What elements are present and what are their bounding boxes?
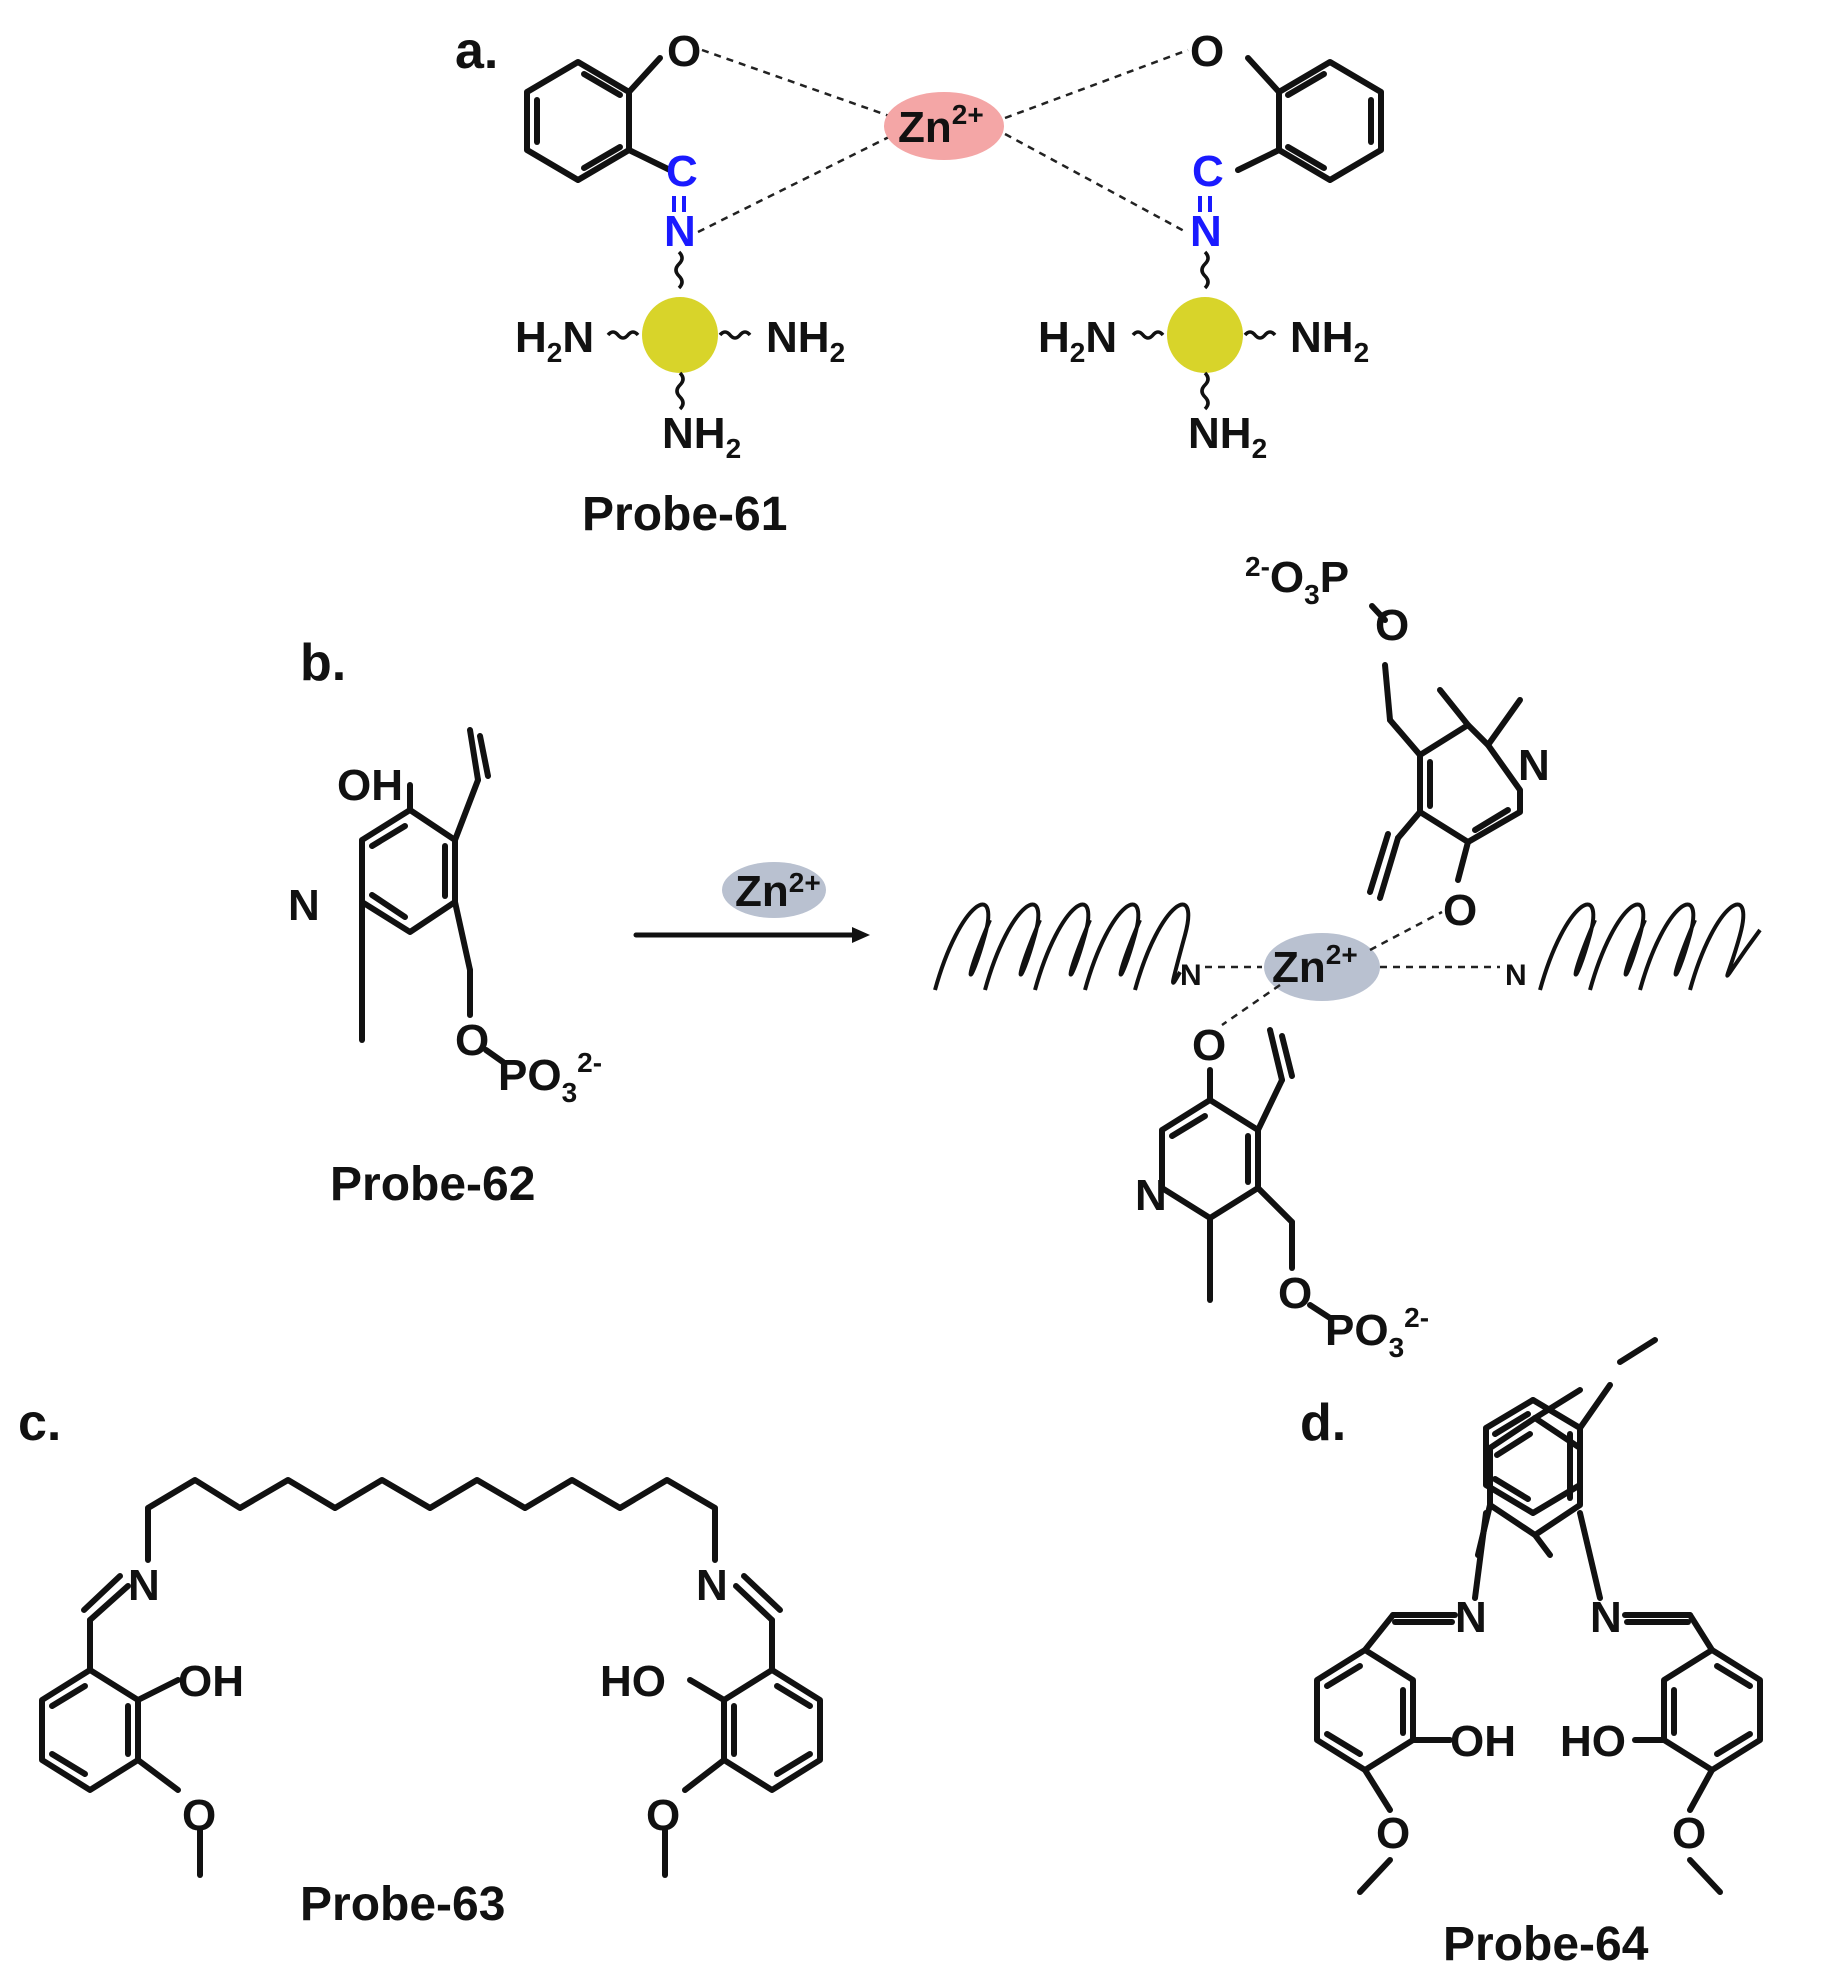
panel-b-arrow-zinc-bubble (722, 862, 826, 918)
panel-a-left-benzene (524, 55, 673, 183)
panel-b-left-pyridine (359, 727, 491, 1043)
panel-c-left-benzene (39, 1667, 203, 1878)
panel-c-right-nitrogen: N (696, 1561, 728, 1610)
panel-a-left-oxygen: O (667, 27, 701, 76)
panel-a-right-wavy-bottom (1200, 371, 1210, 411)
panel-b-left-helix-nitrogen: N (1180, 959, 1202, 992)
panel-c-right-imine-bond-2 (741, 1573, 783, 1613)
panel-d-letter: d. (1300, 1394, 1346, 1452)
panel-d-left-benzene (1314, 1647, 1453, 1895)
panel-c-left-imine-bond (87, 1583, 131, 1623)
panel-c-alkyl-chain (145, 1477, 718, 1563)
panel-b-dash-upper (1369, 910, 1443, 952)
panel-a-right-amine-3: NH2 (1188, 409, 1267, 464)
panel-b-dash-lower (1221, 983, 1281, 1027)
panel-d-left-hydroxyl: OH (1450, 1717, 1516, 1766)
panel-a-left-wavy-bottom (675, 371, 685, 411)
panel-b-right-helix (1538, 902, 1762, 991)
panel-c-left-nitrogen: N (128, 1561, 160, 1610)
panel-a-left-amine-3: NH2 (662, 409, 741, 464)
panel-b-arrow-zinc-label: Zn2+ (735, 867, 821, 916)
panel-a-left-wavy-left (606, 330, 640, 340)
panel-b-upper-ester-oxygen: O (1375, 601, 1409, 650)
panel-d-left-nitrogen: N (1455, 1593, 1487, 1642)
panel-c-right-benzene (662, 1667, 823, 1878)
panel-a-zinc-ion (884, 92, 1004, 160)
panel-b-lower-ester-oxygen: O (1278, 1269, 1312, 1318)
panel-d-methyl (1617, 1337, 1658, 1365)
panel-b-upper-o-p-bond (1369, 603, 1388, 623)
panel-a-left-imine-nitrogen: N (664, 207, 696, 256)
panel-b-arrow-head (852, 927, 870, 943)
panel-a-right-wavy-right (1243, 330, 1277, 340)
panel-b: b. OH N O PO32- Probe-62 Zn2+ (288, 551, 1762, 1363)
panel-a-left-amine-2: NH2 (766, 313, 845, 368)
panel-a-dash-3 (1004, 48, 1189, 120)
panel-b-left-o-p-bond (483, 1047, 506, 1065)
panel-a-right-benzene (1235, 55, 1384, 183)
panel-b-upper-pyridine (1367, 662, 1523, 901)
panel-b-zinc-label: Zn2+ (1272, 939, 1358, 992)
panel-a-right-imine-carbon: C (1192, 147, 1224, 196)
panel-b-lower-o-p-bond (1307, 1302, 1333, 1321)
panel-b-left-pyridine-nitrogen: N (288, 881, 320, 930)
panel-b-lower-phenoxide-oxygen: O (1192, 1021, 1226, 1070)
panel-a-left-amine-1: H2N (515, 313, 594, 368)
panel-b-lower-pyridine-nitrogen: N (1135, 1171, 1167, 1220)
panel-a-probe-label: Probe-61 (582, 488, 787, 541)
panel-a-left-wavy-link (674, 250, 684, 290)
panel-d-right-methoxy-oxygen: O (1672, 1809, 1706, 1858)
panel-c: c. N OH O N (18, 1394, 823, 1931)
panel-c-left-hydroxyl: OH (178, 1657, 244, 1706)
panel-d-right-nitrogen: N (1590, 1593, 1622, 1642)
panel-c-probe-label: Probe-63 (300, 1878, 505, 1931)
panel-b-probe-label: Probe-62 (330, 1158, 535, 1211)
panel-b-left-helix (933, 902, 1191, 991)
panel-a-right-nanoparticle (1167, 297, 1243, 373)
panel-d: d. (1300, 1337, 1763, 1971)
panel-b-letter: b. (300, 634, 346, 692)
panel-b-left-phosphate: PO32- (498, 1047, 602, 1108)
panel-a-dash-4 (1004, 132, 1187, 234)
panel-b-upper-phenoxide-oxygen: O (1443, 886, 1477, 935)
panel-d-probe-label: Probe-64 (1443, 1918, 1649, 1971)
panel-b-upper-phosphate: 2-O3P (1245, 551, 1349, 610)
panel-b-left-hydroxyl: OH (337, 761, 403, 810)
panel-a-zinc-label: Zn2+ (898, 99, 984, 152)
panel-a-left-imine-carbon: C (666, 147, 698, 196)
panel-a-dash-2 (697, 132, 896, 234)
panel-b-lower-pyridine (1159, 1027, 1295, 1303)
panel-a-letter: a. (455, 22, 498, 80)
panel-a-dash-1 (701, 48, 896, 120)
panel-d-right-benzene (1632, 1647, 1763, 1895)
panel-a-right-amine-1: H2N (1038, 313, 1117, 368)
panel-c-letter: c. (18, 1394, 61, 1452)
panel-a-right-amine-2: NH2 (1290, 313, 1369, 368)
panel-b-upper-pyridine-nitrogen: N (1518, 741, 1550, 790)
panel-c-left-imine-bond-2 (81, 1573, 123, 1613)
panel-b-lower-phosphate: PO32- (1325, 1302, 1429, 1363)
panel-d-right-hydroxyl: HO (1560, 1717, 1626, 1766)
panel-c-right-methoxy-oxygen: O (646, 1791, 680, 1840)
panel-a-right-oxygen: O (1190, 27, 1224, 76)
panel-a-right-wavy-left (1131, 330, 1165, 340)
panel-a: a. O C N O C N (455, 22, 1384, 541)
panel-b-left-ester-oxygen: O (455, 1016, 489, 1065)
panel-c-right-hydroxyl: HO (600, 1657, 666, 1706)
panel-a-right-imine-nitrogen: N (1190, 207, 1222, 256)
panel-a-right-wavy-link (1200, 250, 1210, 290)
panel-a-left-nanoparticle (642, 297, 718, 373)
panel-c-right-imine-bond (733, 1583, 775, 1623)
panel-a-left-wavy-right (718, 330, 752, 340)
panel-d-central-ring-outline (1483, 1382, 1613, 1516)
panel-b-right-helix-nitrogen: N (1505, 959, 1527, 992)
panel-c-left-methoxy-oxygen: O (182, 1791, 216, 1840)
panel-b-zinc-ion (1264, 933, 1380, 1001)
panel-d-left-methoxy-oxygen: O (1376, 1809, 1410, 1858)
